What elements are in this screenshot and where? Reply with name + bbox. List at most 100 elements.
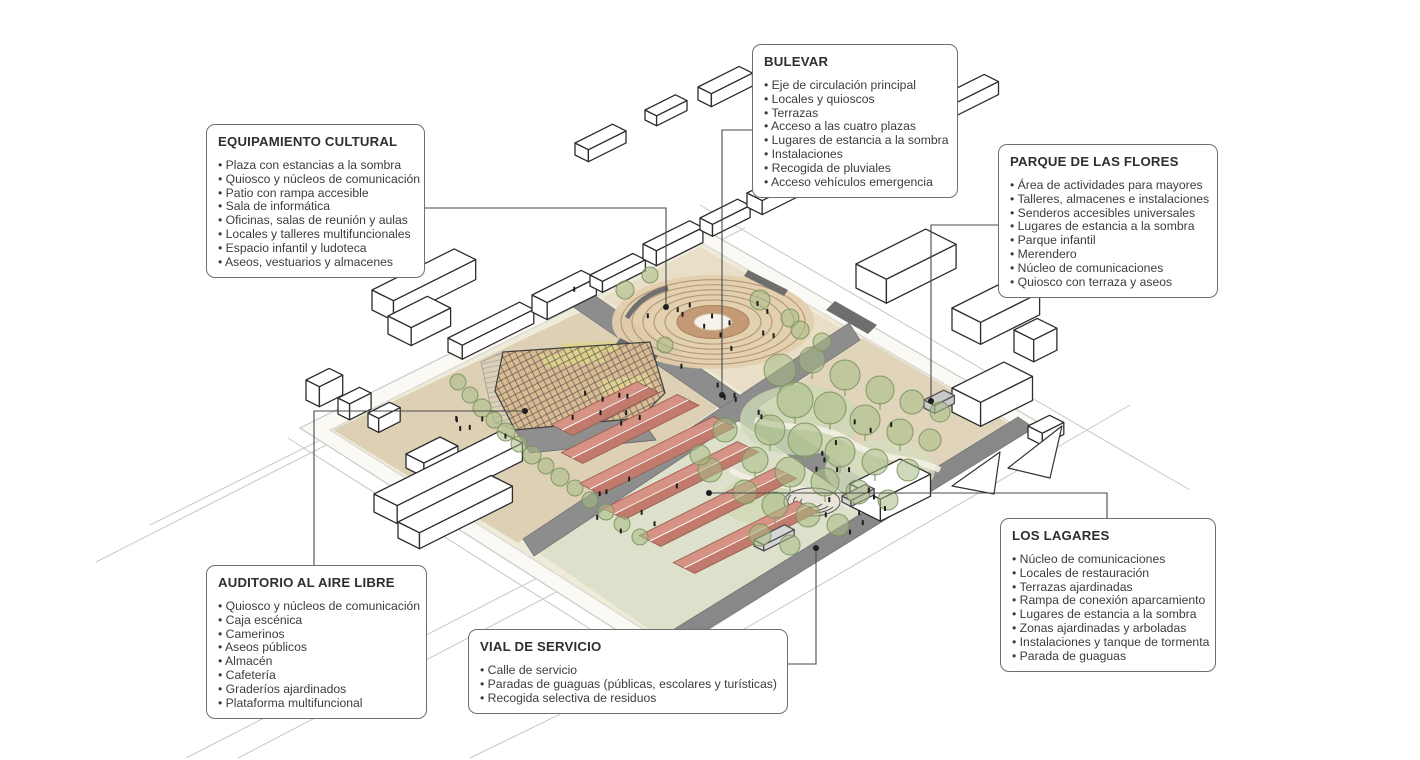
tree-icon (537, 457, 555, 475)
leader-auditorio (313, 410, 525, 565)
callout-item: Área de actividades para mayores (1010, 178, 1208, 193)
person-figure (848, 529, 851, 535)
building (1027, 414, 1065, 434)
callout-item: Lugares de estancia a la sombra (1010, 220, 1208, 234)
leader-lines (313, 129, 1108, 665)
callout-item: Locales y talleres multifuncionales (218, 227, 415, 242)
tree-icon (849, 404, 881, 436)
callout-item: Acceso a las cuatro plazas (764, 120, 948, 134)
callout-item: Núcleo de comunicaciones (1012, 552, 1206, 567)
tree-icon (899, 389, 925, 415)
person-figure (646, 313, 649, 319)
building (397, 474, 514, 534)
callout-parque-de-las-flores: PARQUE DE LAS FLORES Área de actividades… (998, 144, 1218, 299)
person-figure (675, 483, 678, 489)
building (337, 386, 372, 405)
person-figure (481, 416, 484, 422)
tree-icon (581, 491, 599, 509)
callout-item: Aseos, vestuarios y almacenes (218, 255, 415, 270)
person-figure (848, 467, 851, 473)
person-figure (766, 308, 769, 314)
tree-icon (496, 422, 516, 442)
person-figure (573, 286, 576, 292)
person-figure (757, 409, 760, 415)
callout-item: Calle de servicio (480, 663, 778, 678)
person-figure (890, 422, 893, 428)
person-figure (756, 300, 759, 306)
tree-icon (845, 479, 871, 505)
tree-icon (510, 435, 528, 453)
callout-item: Rampa de conexión aparcamiento (1012, 594, 1206, 608)
tree-icon (550, 467, 570, 487)
tree-icon (566, 479, 584, 497)
building (387, 295, 452, 329)
tree-icon (763, 353, 797, 387)
callout-equipamiento-cultural: EQUIPAMIENTO CULTURAL Plaza con estancia… (206, 124, 425, 279)
person-figure (628, 476, 631, 482)
leader-bulevar (721, 129, 752, 395)
roof-ridge (683, 505, 808, 569)
callout-vial-de-servicio: VIAL DE SERVICIO Calle de servicioParada… (468, 629, 788, 715)
person-figure (605, 489, 608, 495)
tree-icon (597, 503, 615, 521)
tree-icon (748, 523, 772, 547)
leader-dot-bulevar (719, 392, 725, 398)
callout-item: Locales y quioscos (764, 92, 948, 107)
tree-icon (732, 479, 758, 505)
person-figure (719, 332, 722, 338)
building (367, 401, 401, 420)
callout-item: Camerinos (218, 627, 417, 642)
tree-icon (774, 456, 806, 488)
person-figure (688, 302, 691, 308)
person-figure (828, 497, 831, 503)
tree-icon (865, 375, 895, 405)
callout-item: Graderíos ajardinados (218, 682, 417, 697)
person-figure (680, 363, 683, 369)
tree-icon (824, 436, 856, 468)
person-figure (504, 433, 507, 439)
roof-ridge (649, 472, 787, 542)
callout-item: Talleres, almacenes e instalaciones (1010, 192, 1209, 207)
tree-icon (795, 502, 821, 528)
person-figure (762, 330, 765, 336)
callout-title: EQUIPAMIENTO CULTURAL (218, 134, 398, 149)
person-figure (618, 392, 621, 398)
tree-icon (656, 336, 674, 354)
person-figure (711, 313, 714, 319)
callout-list: Plaza con estancias a la sombraQuiosco y… (218, 158, 420, 270)
tree-icon (918, 428, 942, 452)
callout-item: Cafetería (218, 668, 417, 683)
callout-item: Terrazas ajardinadas (1012, 580, 1206, 595)
callout-title: VIAL DE SERVICIO (480, 639, 602, 654)
tree-icon (776, 381, 814, 419)
tree-icon (631, 528, 649, 546)
person-figure (598, 491, 601, 497)
person-figure (716, 382, 719, 388)
callout-item: Senderos accesibles universales (1010, 206, 1208, 221)
person-figure (861, 520, 864, 526)
amphitheater-ring (664, 299, 762, 345)
person-figure (834, 440, 837, 446)
roof-ridge (613, 446, 749, 515)
tree-icon (741, 446, 769, 474)
escalator-arrows (951, 425, 1063, 495)
person-figure (836, 467, 839, 473)
callout-item: Merendero (1010, 247, 1208, 262)
amphitheater-ring (653, 294, 773, 350)
callout-item: Eje de circulación principal (764, 78, 948, 93)
person-figure (468, 424, 471, 430)
person-figure (676, 307, 679, 313)
tree-icon (810, 467, 840, 497)
leader-dot-lagares (706, 490, 712, 496)
tree-icon (829, 359, 861, 391)
leader-parque (930, 224, 998, 401)
callout-item: Terrazas (764, 106, 948, 121)
callout-title: LOS LAGARES (1012, 528, 1110, 543)
callout-item: Instalaciones y tanque de tormenta (1012, 635, 1210, 650)
callout-title: BULEVAR (764, 54, 829, 69)
tree-icon (689, 444, 711, 466)
person-figure (619, 528, 622, 534)
tree-icon (813, 391, 847, 425)
person-figure (653, 521, 656, 527)
